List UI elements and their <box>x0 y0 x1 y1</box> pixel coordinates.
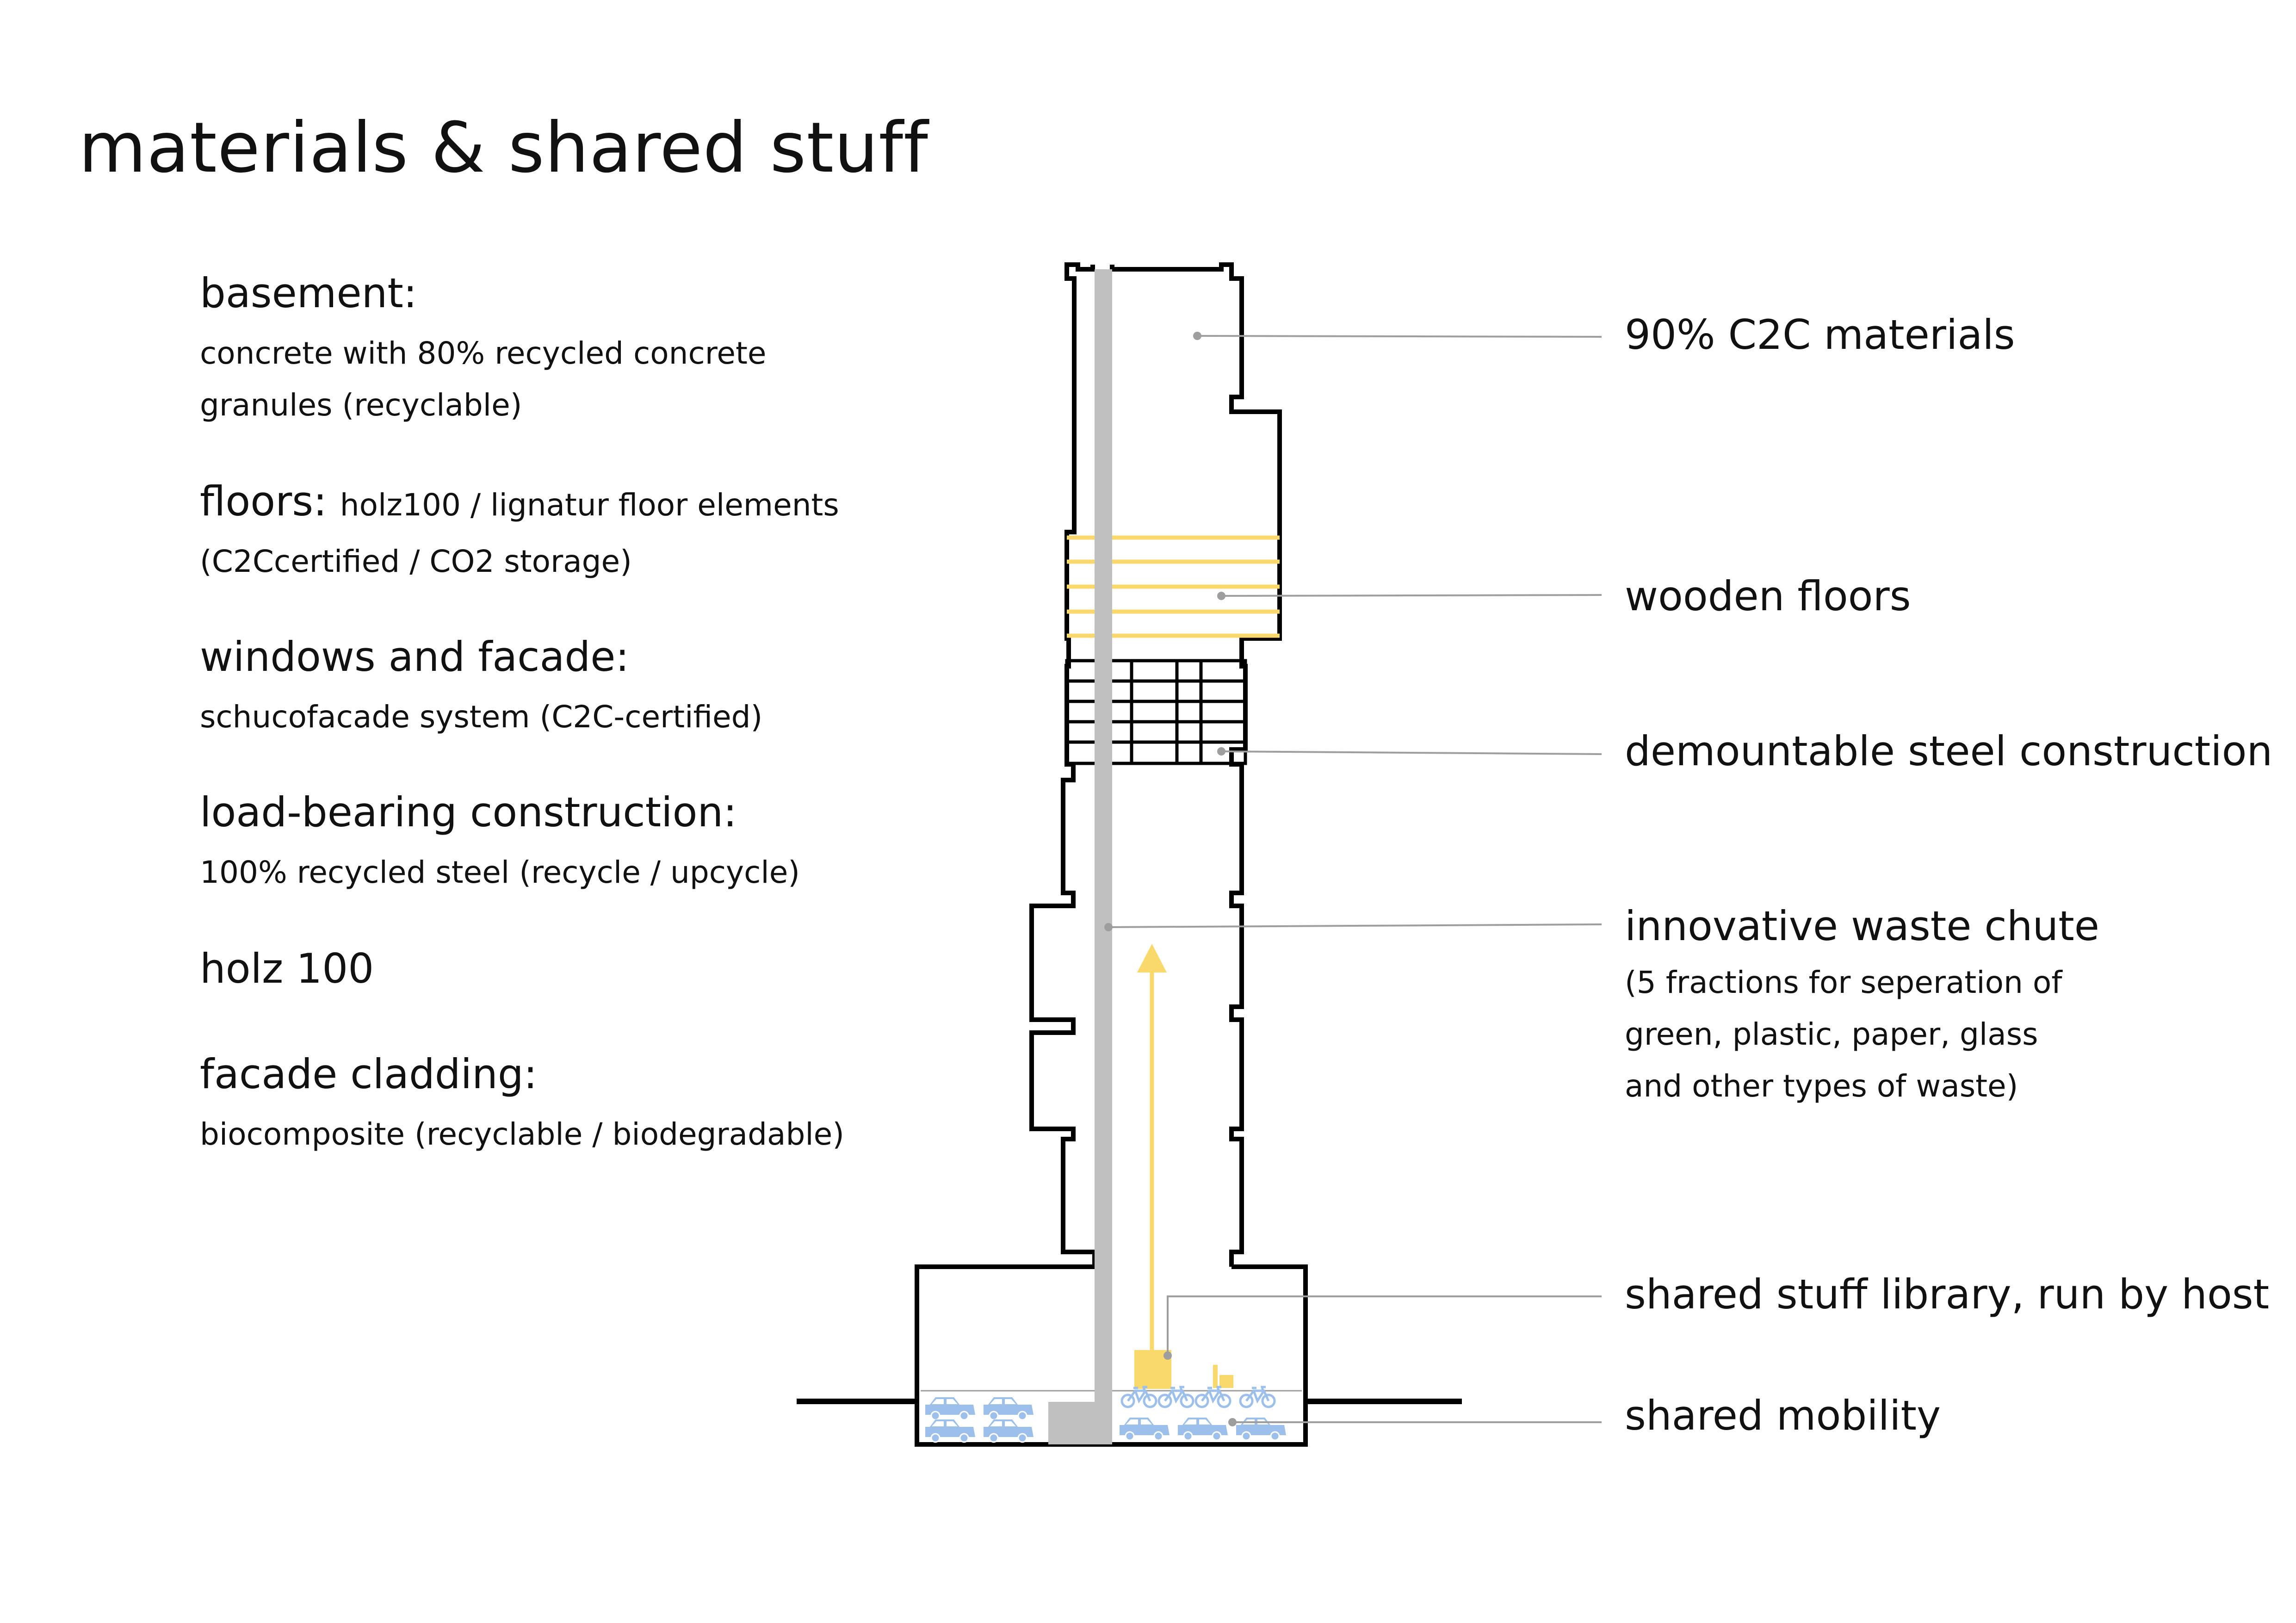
spec-heading: basement: <box>200 269 417 317</box>
bicycle-icon <box>1240 1387 1275 1407</box>
label-waste-chute-sub: (5 fractions for seperation of green, pl… <box>1625 957 2099 1112</box>
spec-load-bearing: load-bearing construction: 100% recycled… <box>200 792 800 898</box>
up-arrow-head <box>1137 944 1167 973</box>
car-icon <box>1235 1417 1287 1441</box>
spec-windows: windows and facade: schucofacade system … <box>200 637 762 743</box>
bicycle-icon <box>1196 1387 1230 1407</box>
spec-line: granules (recyclable) <box>200 387 522 423</box>
label-c2c: 90% C2C materials <box>1625 311 2015 359</box>
steel-grid <box>1065 659 1247 765</box>
spec-line: (C2Ccertified / CO2 storage) <box>200 544 632 579</box>
page-title: materials & shared stuff <box>79 108 928 188</box>
leader-lines <box>1108 335 1602 1423</box>
label-steel: demountable steel construction <box>1625 727 2273 775</box>
spec-heading: windows and facade: <box>200 633 630 681</box>
sub-line: green, plastic, paper, glass <box>1625 1016 2038 1052</box>
scooter-icon <box>1219 1375 1233 1388</box>
car-icon <box>983 1396 1034 1421</box>
spec-line: 100% recycled steel (recycle / upcycle) <box>200 855 800 890</box>
car-icon <box>983 1419 1034 1443</box>
spec-line: biocomposite (recyclable / biodegradable… <box>200 1116 845 1152</box>
bicycle-icon <box>1122 1387 1156 1407</box>
car-icon <box>1119 1417 1170 1441</box>
bicycle-icon <box>1159 1387 1193 1407</box>
sub-line: (5 fractions for seperation of <box>1625 965 2062 1000</box>
spec-heading: load-bearing construction: <box>200 788 737 836</box>
label-wooden-floors: wooden floors <box>1625 572 1911 620</box>
spec-heading: facade cladding: <box>200 1050 538 1098</box>
label-library: shared stuff library, run by host <box>1625 1270 2270 1318</box>
car-icon <box>924 1396 976 1421</box>
spec-floors: floors: holz100 / lignatur floor element… <box>200 481 839 588</box>
spec-line: schucofacade system (C2C-certified) <box>200 699 763 735</box>
spec-heading: floors: <box>200 477 327 525</box>
waste-chute-base <box>1048 1402 1112 1444</box>
spec-holz: holz 100 <box>200 948 374 989</box>
spec-basement: basement: concrete with 80% recycled con… <box>200 273 767 431</box>
sub-line: and other types of waste) <box>1625 1068 2018 1104</box>
car-icon <box>1177 1417 1229 1441</box>
scooter-stem <box>1213 1365 1218 1388</box>
spec-heading: holz 100 <box>200 945 374 992</box>
spec-facade-cladding: facade cladding: biocomposite (recyclabl… <box>200 1054 844 1160</box>
label-mobility: shared mobility <box>1625 1392 1941 1439</box>
spec-inline-text: holz100 / lignatur floor elements <box>340 487 839 523</box>
tower-outline-left <box>1029 262 1097 1267</box>
leader-dots <box>1104 332 1237 1426</box>
car-icon <box>924 1419 976 1443</box>
waste-chute <box>1095 269 1112 1444</box>
label-waste-chute-title: innovative waste chute <box>1625 902 2099 950</box>
tower-outline-right <box>1110 262 1282 1267</box>
label-waste-chute: innovative waste chute (5 fractions for … <box>1625 906 2099 1112</box>
spec-line: concrete with 80% recycled concrete <box>200 335 767 371</box>
